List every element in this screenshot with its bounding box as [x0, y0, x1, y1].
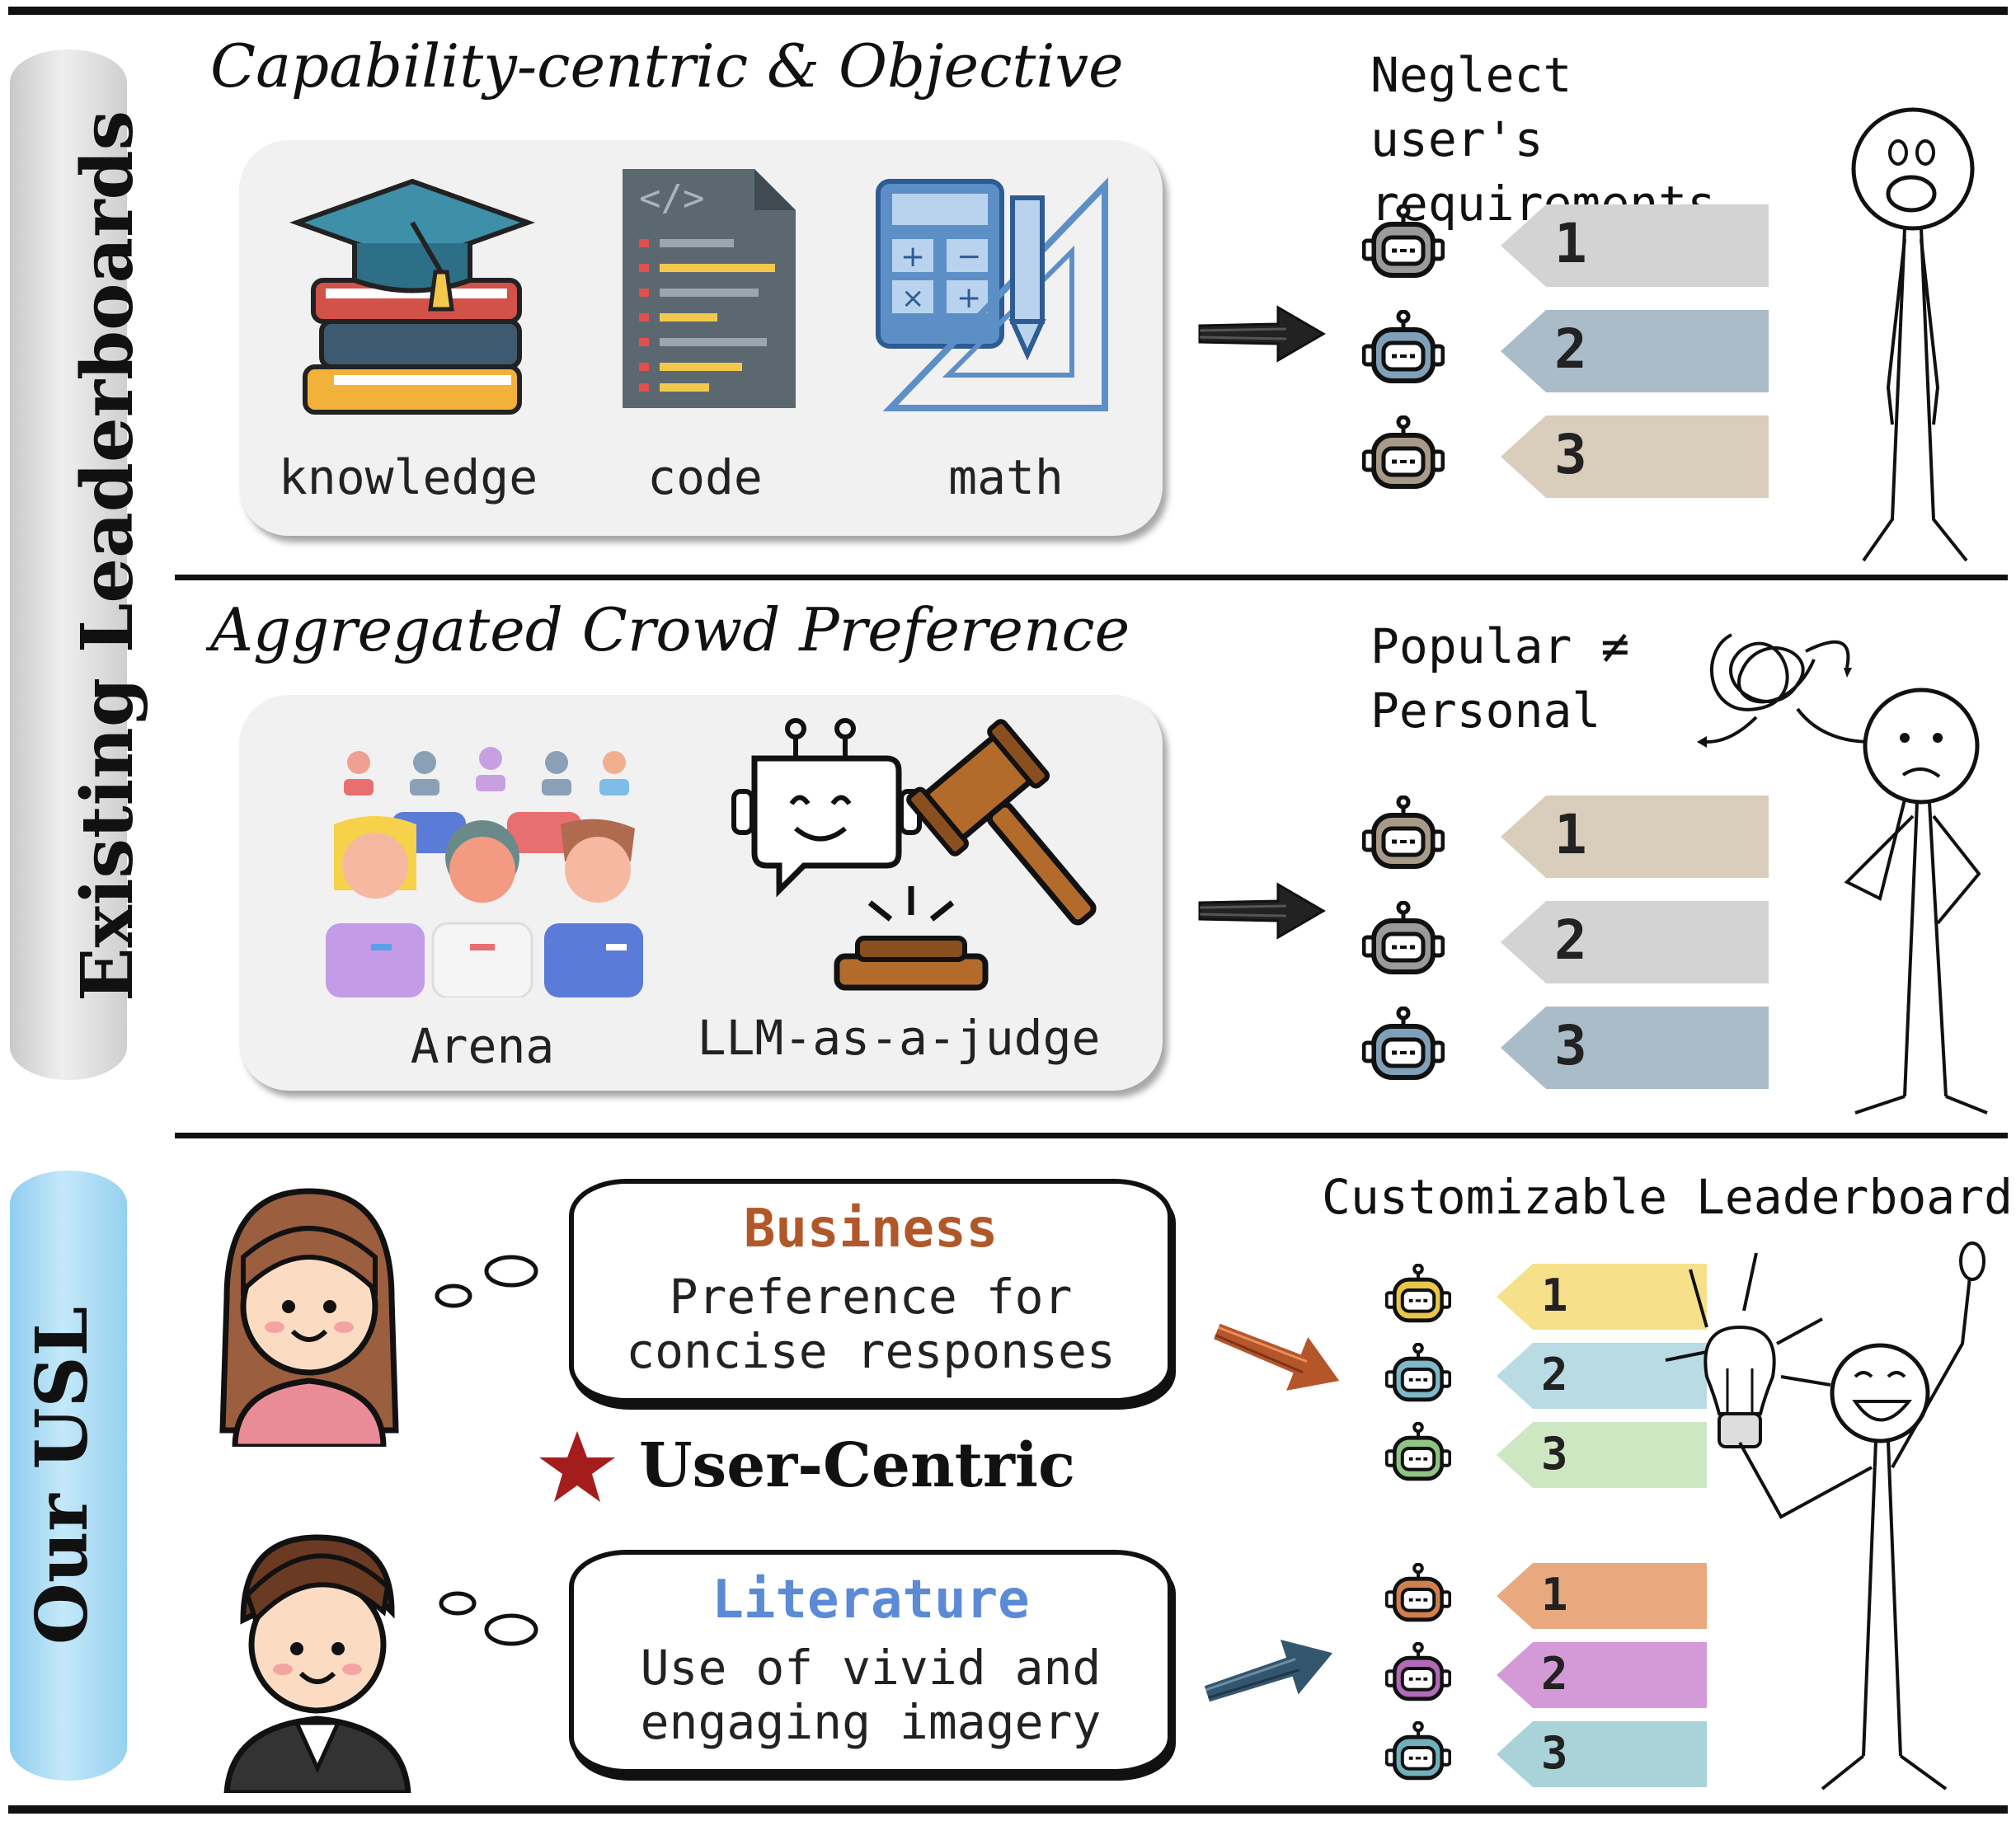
thought-dots-icon	[435, 1255, 538, 1308]
rank-number: 1	[1554, 212, 1587, 276]
svg-text:−: −	[956, 240, 981, 274]
woman-avatar-icon	[219, 1188, 399, 1447]
note-personal: Personal	[1370, 683, 1601, 739]
rank-number: 1	[1541, 1568, 1568, 1621]
robot-icon	[1362, 1007, 1445, 1080]
robot-icon	[1385, 1642, 1451, 1701]
rank-tag	[1501, 310, 1769, 392]
section1-title: Capability-centric & Objective	[210, 31, 1124, 101]
star-icon	[539, 1431, 615, 1502]
rank-tag	[1497, 1642, 1707, 1708]
robot-icon	[1385, 1721, 1451, 1781]
rank-number: 2	[1554, 317, 1587, 382]
crowd-icon	[326, 747, 643, 997]
business-bubble: Business Preference for concise response…	[569, 1179, 1172, 1403]
rank-tag	[1497, 1563, 1707, 1629]
rank-tag	[1497, 1264, 1707, 1330]
rank-number: 3	[1541, 1726, 1568, 1779]
divider-1	[175, 575, 2008, 580]
rank-number: 2	[1554, 908, 1587, 973]
business-heading: Business	[743, 1199, 999, 1260]
arrow-right-icon	[1198, 882, 1326, 940]
literature-line1: Use of vivid and	[640, 1640, 1102, 1696]
svg-text:</>: </>	[639, 177, 704, 219]
svg-text:+: +	[956, 281, 981, 315]
existing-label: Existing Leaderboards	[66, 110, 149, 1002]
bottom-rule	[8, 1805, 2008, 1814]
rank-tag	[1501, 1007, 1769, 1089]
arrow-right-icon	[1204, 1639, 1333, 1702]
robot-icon	[1362, 204, 1445, 278]
robot-icon	[1385, 1422, 1451, 1481]
robot-icon	[1385, 1563, 1451, 1622]
confused-person-icon	[1697, 633, 1988, 1115]
robot-icon	[1362, 310, 1445, 383]
rank-number: 2	[1541, 1647, 1568, 1700]
robot-icon	[1362, 415, 1445, 489]
rank-tag	[1501, 415, 1769, 498]
literature-heading: Literature	[712, 1570, 1030, 1631]
arrow-right-icon	[1214, 1323, 1340, 1391]
top-rule	[8, 7, 2008, 15]
user-centric-label: User-Centric	[639, 1430, 1076, 1501]
business-line1: Preference for	[669, 1269, 1073, 1325]
note-popular: Popular ≠	[1370, 618, 1630, 674]
rank-tag	[1497, 1422, 1707, 1488]
robot-icon	[1362, 901, 1445, 974]
rank-number: 3	[1554, 1014, 1587, 1078]
calculator-icon: + − × +	[876, 177, 1108, 411]
robot-icon	[1385, 1264, 1451, 1323]
arrow-right-icon	[1198, 305, 1326, 363]
robot-judge-icon	[731, 718, 1097, 991]
shocked-person-icon	[1851, 107, 1975, 562]
rank-number: 2	[1541, 1348, 1568, 1401]
existing-pillar	[10, 49, 127, 1080]
svg-text:×: ×	[901, 282, 925, 315]
rank-tag	[1497, 1343, 1707, 1409]
knowledge-icon	[289, 178, 535, 415]
caption-knowledge: knowledge	[278, 449, 538, 505]
robot-icon	[1362, 796, 1445, 869]
happy-person-icon	[1665, 1241, 1985, 1790]
usl-label: Our USL	[21, 1306, 104, 1645]
man-avatar-icon	[223, 1534, 411, 1793]
literature-line2: engaging imagery	[640, 1694, 1102, 1750]
section2-title: Aggregated Crowd Preference	[210, 595, 1130, 664]
business-line2: concise responses	[626, 1323, 1116, 1379]
rank-number: 3	[1554, 423, 1587, 487]
caption-code: code	[647, 449, 763, 505]
caption-math: math	[948, 449, 1064, 505]
rank-number: 1	[1541, 1269, 1568, 1321]
divider-2	[175, 1133, 2008, 1138]
usl-pillar	[10, 1171, 127, 1781]
thought-dots-icon	[439, 1591, 538, 1646]
caption-llm-judge: LLM-as-a-judge	[697, 1010, 1101, 1066]
rank-tag	[1501, 796, 1769, 878]
rank-tag	[1497, 1721, 1707, 1787]
rank-number: 3	[1541, 1427, 1568, 1480]
rank-tag	[1501, 901, 1769, 983]
literature-bubble: Literature Use of vivid and engaging ima…	[569, 1550, 1172, 1774]
robot-icon	[1385, 1343, 1451, 1402]
svg-text:+: +	[900, 240, 925, 274]
caption-arena: Arena	[410, 1018, 555, 1074]
code-file-icon: </>	[623, 169, 796, 408]
rank-tag	[1501, 204, 1769, 287]
rank-number: 1	[1554, 803, 1587, 867]
customizable-title: Customizable Leaderboard	[1322, 1169, 2014, 1225]
